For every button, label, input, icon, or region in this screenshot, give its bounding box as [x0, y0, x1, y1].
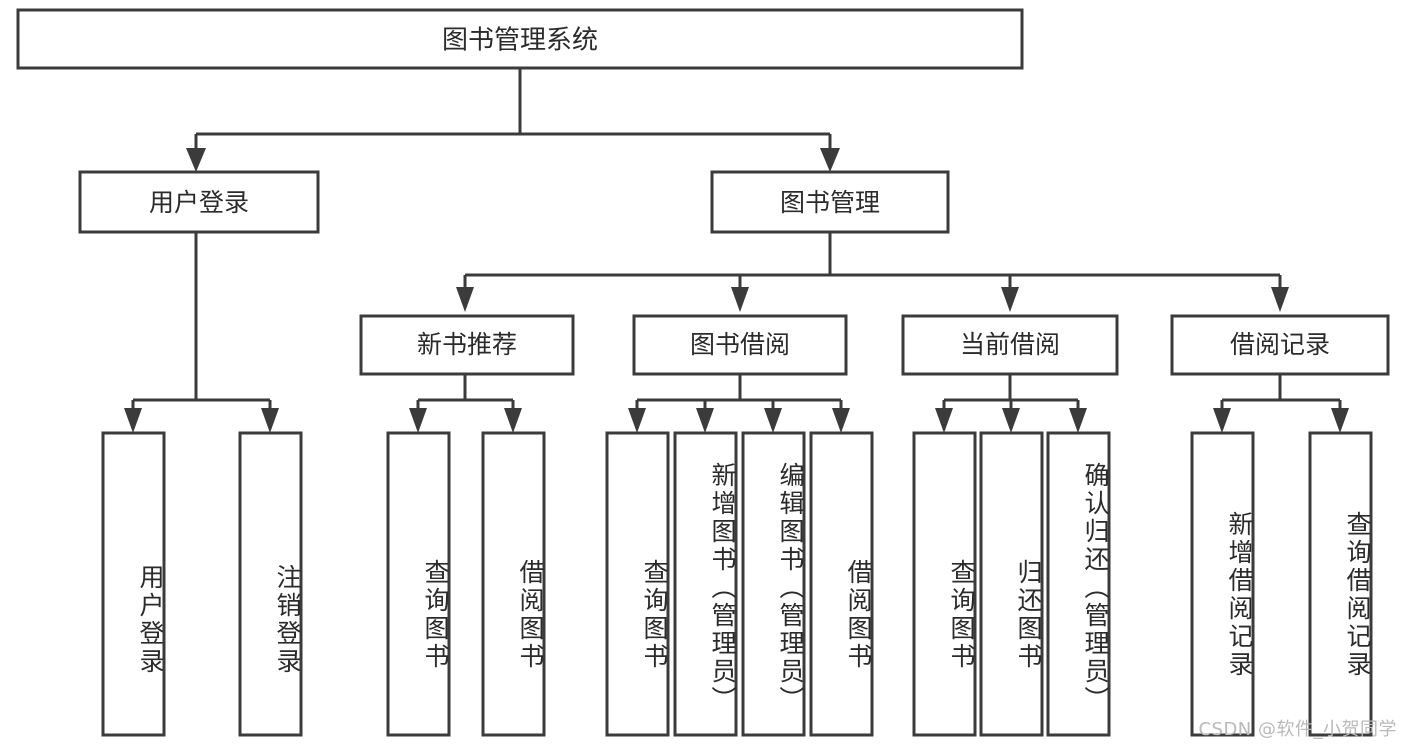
connector-group-root: [186, 68, 840, 172]
arrow-head-currentborrow-c2: [1002, 408, 1020, 433]
connector-group-bookborrow: [628, 374, 850, 433]
node-borrow-record-rect[interactable]: [1170, 314, 1390, 376]
node-user-login[interactable]: 用户登录: [78, 170, 320, 234]
arrow-head-currentborrow-c1: [935, 408, 953, 433]
node-book-management[interactable]: 图书管理: [710, 170, 950, 234]
node-new-book-recommend[interactable]: 新书推荐: [359, 314, 575, 376]
arrow-head-newbook-c1: [409, 408, 427, 433]
node-leaf-add-book-rect[interactable]: [673, 431, 738, 737]
node-current-borrow-label: 当前借阅: [960, 330, 1060, 359]
watermark-text: CSDN @软件_小贺同学: [1198, 719, 1397, 740]
arrow-head-borrowrecord-c1: [1213, 408, 1231, 433]
node-leaf-borrow-book-2-rect[interactable]: [809, 431, 874, 737]
node-leaf-query-book-3-rect[interactable]: [912, 431, 977, 737]
connector-group-borrowrecord: [1213, 374, 1349, 433]
connector-group-userlogin: [124, 232, 279, 433]
node-book-borrow[interactable]: 图书借阅: [632, 314, 848, 376]
node-book-borrow-rect[interactable]: [632, 314, 848, 376]
arrow-head-bookborrow-c3: [764, 408, 782, 433]
arrow-head-userlogin: [186, 148, 206, 172]
node-root-system-rect[interactable]: [16, 8, 1024, 70]
node-current-borrow[interactable]: 当前借阅: [901, 314, 1119, 376]
node-book-management-rect[interactable]: [710, 170, 950, 234]
connector-group-bookmgmt: [456, 232, 1289, 312]
node-book-management-label: 图书管理: [780, 188, 880, 217]
node-book-borrow-label: 图书借阅: [690, 330, 790, 359]
arrow-head-borrowrecord-c2: [1331, 408, 1349, 433]
arrow-head-bookborrow-c4: [832, 408, 850, 433]
arrow-head-newbook-c2: [504, 408, 522, 433]
node-leaf-query-book-1-rect[interactable]: [386, 431, 451, 737]
node-current-borrow-rect[interactable]: [901, 314, 1119, 376]
node-leaf-logout-rect[interactable]: [238, 431, 303, 737]
arrow-head-bookborrow-c1: [628, 408, 646, 433]
node-leaf-add-record-rect[interactable]: [1190, 431, 1255, 737]
node-leaf-borrow-book-1-rect[interactable]: [481, 431, 546, 737]
node-borrow-record-label: 借阅记录: [1230, 330, 1330, 359]
node-borrow-record[interactable]: 借阅记录: [1170, 314, 1390, 376]
node-user-login-label: 用户登录: [149, 188, 249, 217]
node-leaf-user-login-rect[interactable]: [101, 431, 166, 737]
node-new-book-recommend-rect[interactable]: [359, 314, 575, 376]
node-user-login-rect[interactable]: [78, 170, 320, 234]
node-leaf-confirm-return-rect[interactable]: [1046, 431, 1111, 737]
arrow-head-bookborrow-c2: [696, 408, 714, 433]
node-leaf-query-book-2-rect[interactable]: [605, 431, 670, 737]
arrow-head-borrowrecord: [1271, 287, 1289, 312]
arrow-head-newbook: [456, 287, 474, 312]
node-leaf-edit-book-rect[interactable]: [741, 431, 806, 737]
arrow-head-currentborrow: [1001, 287, 1019, 312]
arrow-head-bookmgmt: [820, 148, 840, 172]
connector-group-currentborrow: [935, 374, 1087, 433]
node-root-system-label: 图书管理系统: [442, 26, 598, 56]
connector-group-newbook: [409, 374, 522, 433]
arrow-head-userlogin-c2: [261, 408, 279, 433]
node-new-book-recommend-label: 新书推荐: [417, 330, 517, 359]
node-leaf-return-book-rect[interactable]: [979, 431, 1044, 737]
node-root-system[interactable]: 图书管理系统: [16, 8, 1024, 70]
arrow-head-currentborrow-c3: [1069, 408, 1087, 433]
node-leaf-query-record-rect[interactable]: [1308, 431, 1373, 737]
arrow-head-userlogin-c1: [124, 408, 142, 433]
arrow-head-bookborrow: [731, 287, 749, 312]
